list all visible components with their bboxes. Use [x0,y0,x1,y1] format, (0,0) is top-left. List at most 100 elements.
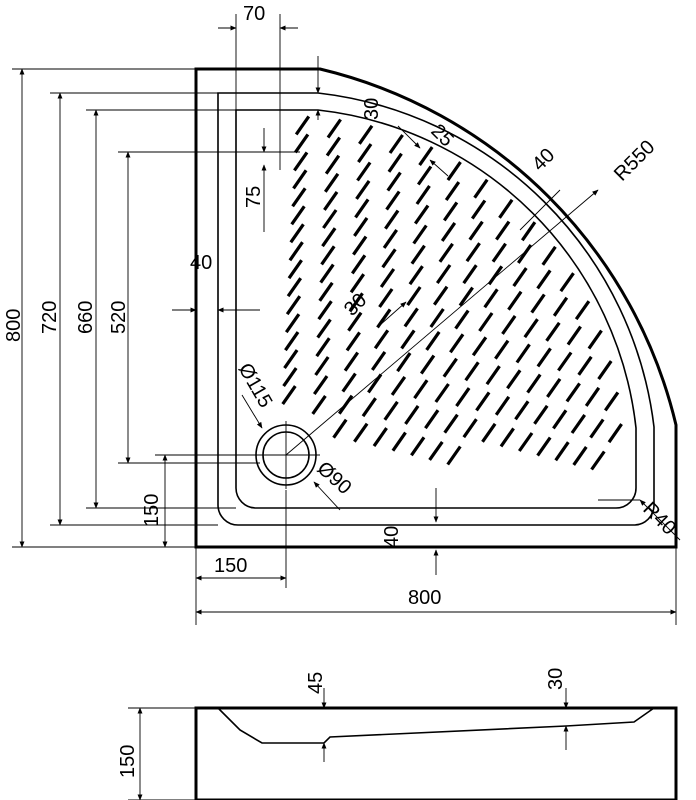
anti-slip-stripe [403,307,419,328]
anti-slip-stripe [319,263,335,284]
anti-slip-stripe [315,337,331,358]
anti-slip-stripe [373,329,390,350]
anti-slip-stripe [468,220,484,241]
anti-slip-stripe [286,277,303,298]
anti-slip-stripe [552,296,569,317]
anti-slip-stripe [557,351,573,372]
anti-slip-stripe [324,154,341,175]
anti-slip-stripe [343,351,360,372]
anti-slip-stripe [584,386,601,407]
dim-75: 75 [243,186,265,208]
anti-slip-stripe [471,336,488,357]
anti-slip-stripe [370,350,387,371]
anti-slip-stripe [574,300,591,321]
anti-slip-stripe [565,382,581,403]
anti-slip-stripe [483,288,499,309]
anti-slip-stripe [396,352,412,373]
anti-slip-stripe [355,179,371,200]
anti-slip-stripe [572,445,588,466]
anti-slip-stripe [357,143,373,164]
anti-slip-stripe [516,243,533,264]
anti-slip-stripe [284,331,300,352]
anti-slip-stripe [481,422,497,443]
anti-slip-stripe [455,387,471,408]
anti-slip-stripe [323,172,340,193]
anti-slip-stripe [428,440,444,461]
anti-slip-stripe [316,318,332,339]
anti-slip-stripe [391,431,407,452]
anti-slip-stripe [287,259,303,280]
anti-slip-stripe [434,383,450,403]
anti-slip-stripe [404,404,420,425]
anti-slip-stripe [501,314,517,335]
anti-slip-stripe [603,391,620,412]
anti-slip-stripe [354,198,370,219]
anti-slip-stripe [494,395,511,416]
anti-slip-stripe [378,288,394,308]
anti-slip-stripe [408,265,424,286]
anti-slip-stripe [487,265,504,286]
anti-slip-stripe [293,151,309,172]
anti-slip-stripe [415,184,431,205]
anti-slip-stripe [410,436,426,457]
anti-slip-stripe [406,286,422,307]
anti-slip-stripe [352,235,368,256]
anti-slip-stripe [499,427,515,448]
anti-slip-stripe [382,228,399,249]
anti-slip-stripe [290,205,306,226]
anti-slip-stripe [526,373,542,394]
anti-slip-stripe [348,292,364,313]
plan-view: 800 150 70 40 800 720 660 520 150 75 30 … [3,3,681,625]
anti-slip-stripe [536,436,552,457]
anti-slip-stripe [559,272,575,293]
anti-slip-stripe [475,391,491,412]
anti-slip-stripe [498,198,514,219]
anti-slip-stripe [386,171,402,192]
anti-slip-stripe [312,375,329,396]
anti-slip-stripe [311,394,327,415]
anti-slip-stripe [546,377,562,398]
anti-slip-stripe [512,267,528,288]
anti-slip-stripe [285,295,302,316]
anti-slip-stripe [464,361,480,382]
anti-slip-stripe [410,244,426,265]
anti-slip-stripe [491,242,507,263]
anti-slip-stripe [435,264,452,285]
anti-slip-stripe [383,400,399,421]
anti-slip-stripe [465,242,481,263]
dim-660: 660 [75,301,97,334]
dim-drain-90: Ø90 [313,457,356,499]
anti-slip-stripe [607,423,623,444]
anti-slip-stripe [587,329,603,350]
anti-slip-stripe [345,331,361,352]
anti-slip-stripe [478,312,494,332]
section-dim-30: 30 [545,668,567,690]
anti-slip-stripe [317,300,333,321]
anti-slip-stripe [413,204,430,225]
section-basin-profile [217,707,655,744]
anti-slip-stripe [379,268,396,288]
anti-slip-stripe [349,273,366,294]
anti-slip-stripe [454,309,470,330]
anti-slip-stripe [353,422,369,443]
anti-slip-stripe [323,190,339,211]
anti-slip-stripe [281,385,297,406]
anti-slip-stripe [520,221,537,242]
anti-slip-stripe [458,286,474,307]
anti-slip-stripe [462,264,478,285]
anti-slip-stripe [545,321,561,342]
anti-slip-stripe [514,400,530,421]
anti-slip-stripe [536,269,552,290]
anti-slip-stripe [385,190,401,211]
anti-slip-stripe [318,281,334,302]
anti-slip-stripe [322,209,338,229]
anti-slip-stripe [320,245,336,266]
anti-slip-stripe [446,161,462,182]
anti-slip-stripe [533,404,549,425]
anti-slip-stripe [282,367,298,388]
anti-slip-stripe [347,311,363,332]
dim-30-center: 30 [340,289,371,320]
dim-r550: R550 [610,136,659,185]
anti-slip-stripe [353,216,369,237]
anti-slip-stripe [536,347,552,368]
